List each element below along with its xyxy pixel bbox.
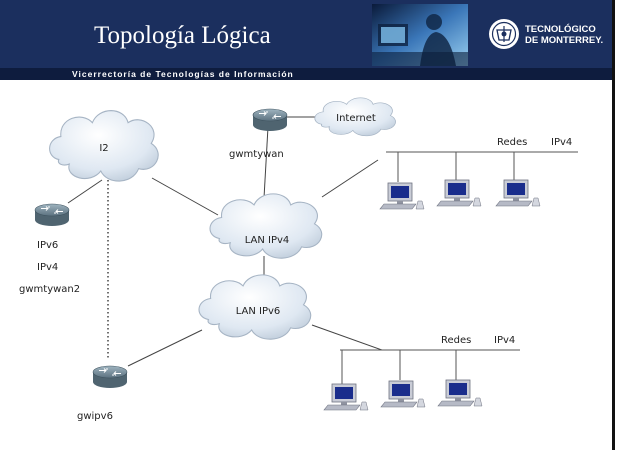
router-label-gwmtywan2: gwmtywan2 xyxy=(19,284,80,295)
subheader-bar: Vicerrectoría de Tecnologías de Informac… xyxy=(0,68,612,80)
logo-line-1: TECNOLÓGICO xyxy=(525,24,603,35)
computer-icon xyxy=(496,180,540,206)
lower-net-label-ipv4: IPv4 xyxy=(494,335,515,346)
computer-icon xyxy=(324,384,368,410)
cloud-label-internet: Internet xyxy=(336,113,376,124)
page-subtitle: Vicerrectoría de Tecnologías de Informac… xyxy=(72,69,294,79)
logo-line-2: DE MONTERREY. xyxy=(525,35,603,46)
router-label-gwmtywan: gwmtywan xyxy=(229,149,284,160)
router-icon xyxy=(253,109,287,131)
computer-icon xyxy=(381,381,425,407)
router-icon xyxy=(93,366,127,388)
router-label-gwipv6: gwipv6 xyxy=(77,411,113,422)
cloud-label-i2: I2 xyxy=(99,143,108,154)
router-label-ipv6: IPv6 xyxy=(37,240,58,251)
link-i2-gwmtywan2 xyxy=(68,180,102,203)
network-topology-diagram: I2 Internet LAN IPv4 LAN IPv6 gwmtywan I… xyxy=(0,80,612,450)
router-label-ipv4: IPv4 xyxy=(37,262,58,273)
cloud-icon xyxy=(210,194,322,258)
upper-net-label-redes: Redes xyxy=(497,137,527,148)
computer-icon xyxy=(380,183,424,209)
link-i2-lanipv4 xyxy=(152,178,218,215)
link-lanipv6-gwipv6 xyxy=(128,330,202,366)
computer-icon xyxy=(437,180,481,206)
university-seal-icon xyxy=(488,18,520,50)
computer-icon xyxy=(438,380,482,406)
lower-network-bus xyxy=(340,350,520,384)
router-icon xyxy=(35,204,69,226)
people-at-computers-photo xyxy=(372,4,468,66)
link-lanipv6-lower-net xyxy=(312,325,382,350)
header-bar: Topología Lógica TECNOLÓG xyxy=(0,0,612,68)
cloud-label-lan-ipv6: LAN IPv6 xyxy=(236,306,281,317)
slide-border xyxy=(612,0,615,450)
cloud-label-lan-ipv4: LAN IPv4 xyxy=(245,235,290,246)
upper-network-bus xyxy=(386,152,578,182)
upper-net-label-ipv4: IPv4 xyxy=(551,137,572,148)
page-title: Topología Lógica xyxy=(94,22,271,50)
lower-net-label-redes: Redes xyxy=(441,335,471,346)
link-gwmtywan-lanipv4 xyxy=(264,127,268,198)
university-logo-text: TECNOLÓGICO DE MONTERREY. xyxy=(525,24,603,46)
link-lanipv4-upper-net xyxy=(322,160,378,197)
